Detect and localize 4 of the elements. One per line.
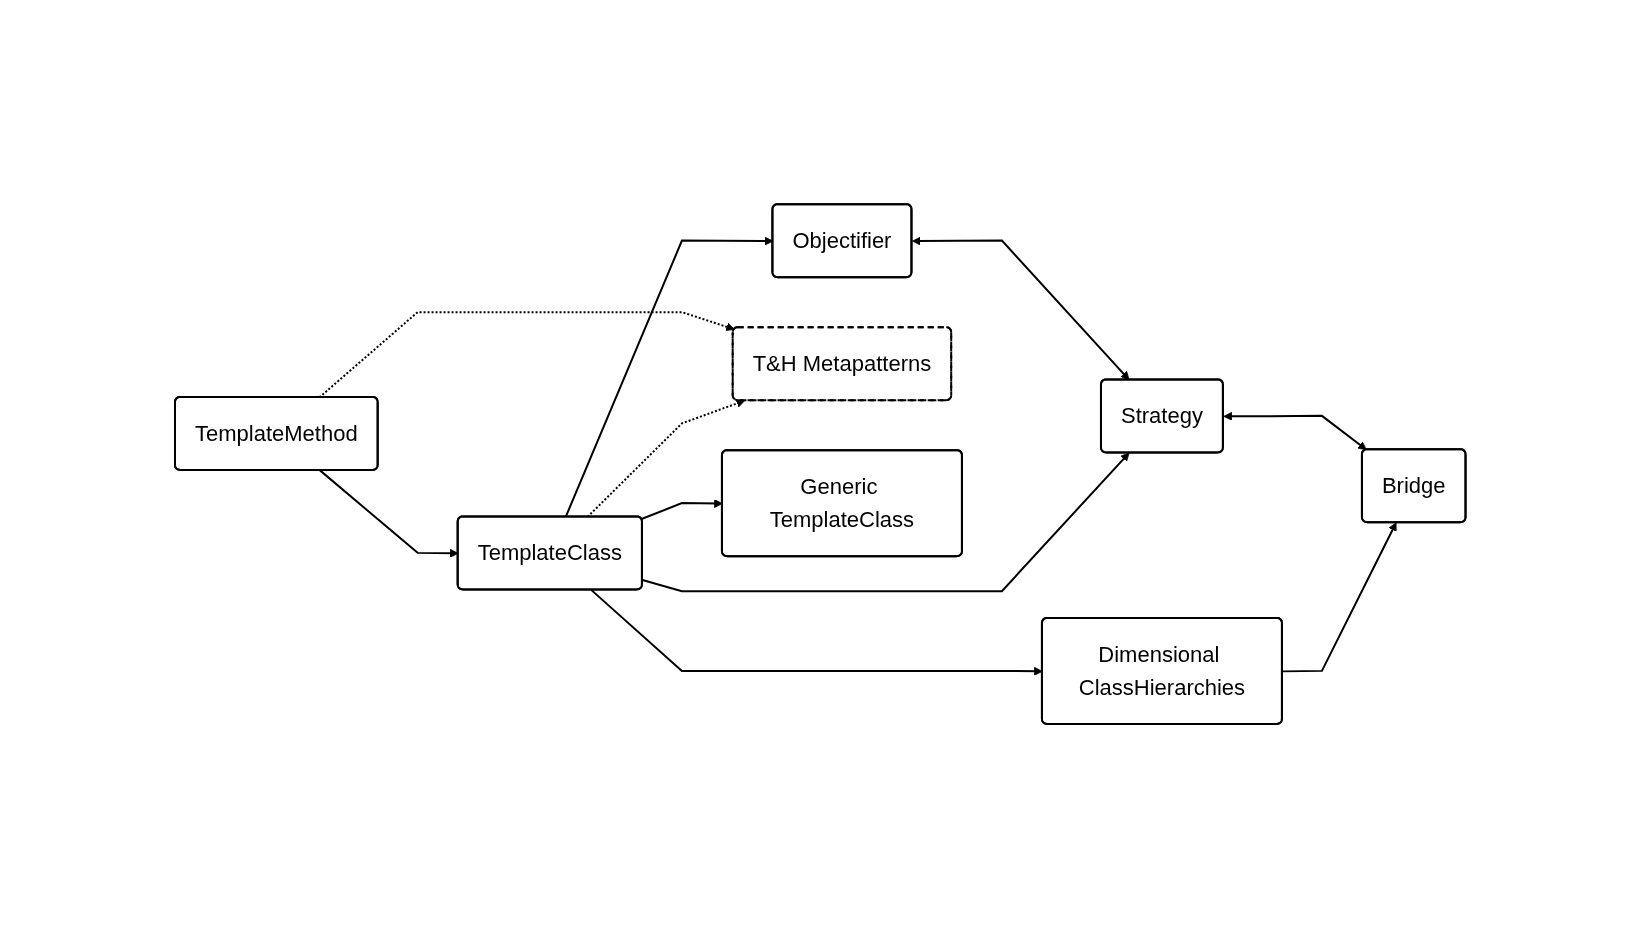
- arrow: [1281, 522, 1397, 673]
- arrow: [641, 452, 1130, 593]
- arrow: [1223, 411, 1367, 451]
- arrow: [911, 236, 1130, 381]
